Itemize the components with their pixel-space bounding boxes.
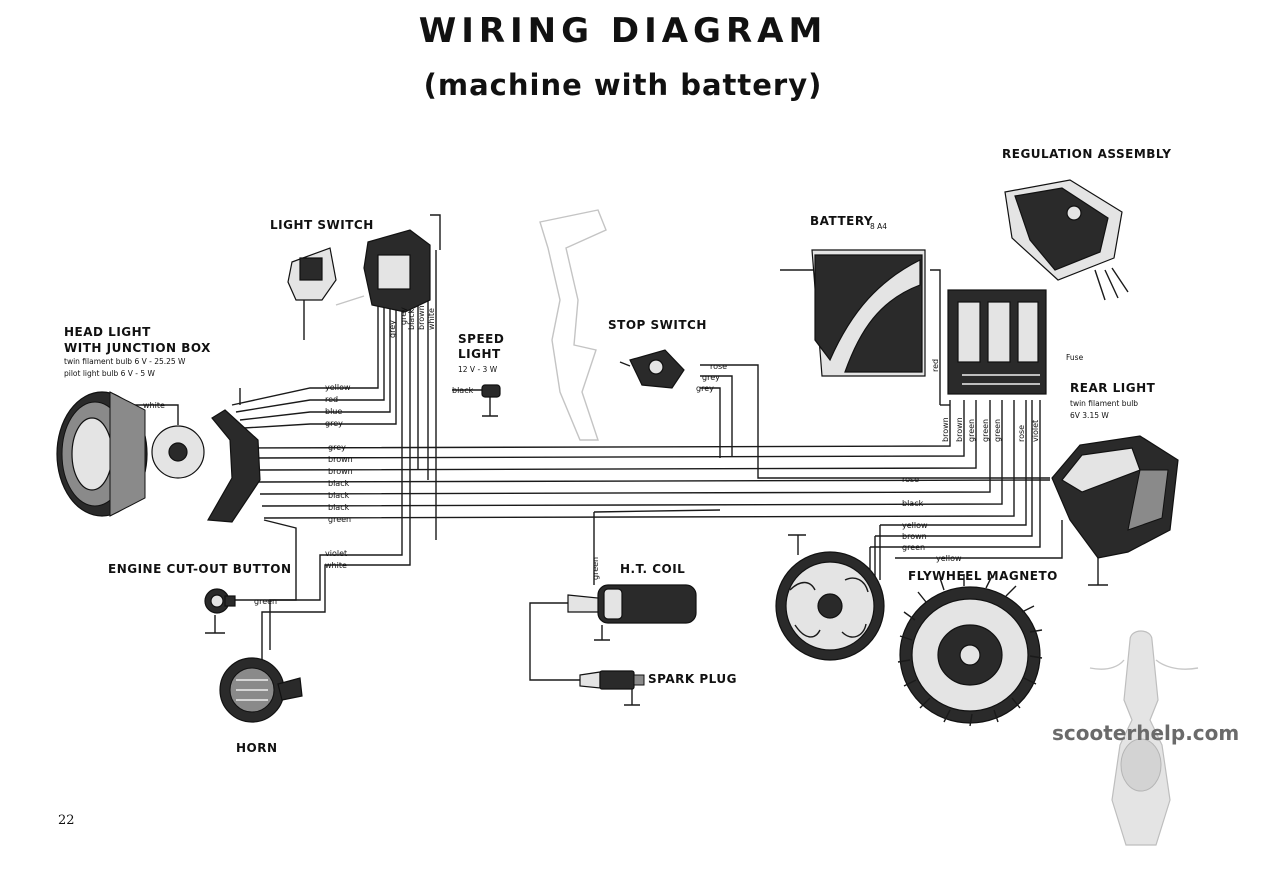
ht-coil-label: H.T. COIL [620,562,685,576]
light-switch [287,229,431,340]
watermark-text: scooterhelp.com [1052,721,1239,745]
wire-label: green [591,557,600,580]
speed-light [481,384,501,398]
wire-label: grey [702,373,720,382]
regulation-assembly [1004,179,1129,301]
rear-light-spec-2: 6V 3.15 W [1070,411,1109,420]
wire-labels-regulator: red brown brown green green green rose v… [931,359,1040,442]
regulation-assembly-label: REGULATION ASSEMBLY [1002,147,1171,161]
wire-label: black [328,503,350,512]
wire-label: black [452,386,474,395]
battery-spec: 8 A4 [870,222,887,231]
wire-label: brown [941,417,950,442]
battery [811,249,926,377]
junction-box [151,409,261,523]
wire-label: red [931,359,940,372]
wire-label: green [328,515,351,524]
head-light-label-2: WITH JUNCTION BOX [64,341,211,355]
wire-labels-light-switch: grey grey black brown white [388,305,436,338]
head-light-label-1: HEAD LIGHT [64,325,151,339]
ht-coil [567,584,697,624]
page-subtitle: (machine with battery) [424,68,823,102]
horn [219,657,303,723]
page-title: WIRING DIAGRAM [419,11,828,51]
wire-label: rose [902,475,919,484]
head-light-spec-2: pilot light bulb 6 V - 5 W [64,369,156,378]
speed-light-spec: 12 V - 3 W [458,365,498,374]
page-number: 22 [58,813,75,828]
rear-light-spec-1: twin filament bulb [1070,399,1138,408]
wire-label: violet [325,549,347,558]
wire-label: yellow [902,521,928,530]
wire-label: brown [955,417,964,442]
wire-label: brown [902,532,927,541]
wire-label: black [407,308,416,330]
wire-label: black [902,499,924,508]
flywheel-magneto-stator [775,551,885,661]
wire-label: rose [710,362,727,371]
wire-label: brown [328,467,353,476]
wire-label: violet [1031,420,1040,442]
wire-label: white [143,401,165,410]
wire-label: blue [325,407,342,416]
rear-light-label: REAR LIGHT [1070,381,1156,395]
wire-label: green [981,419,990,442]
wire-label: red [325,395,338,404]
horn-label: HORN [236,741,278,755]
wire-label: grey [399,307,408,325]
rear-light [1051,435,1179,559]
wire-label: white [325,561,347,570]
watermark-scooter-logo [1089,630,1199,846]
wire-labels-stop-switch: rose grey grey [696,362,727,393]
wire-label: green [254,597,277,606]
flywheel-rotor [897,574,1043,727]
wire-labels-left: yellow red blue grey grey brown brown bl… [143,383,474,606]
spark-plug-label: SPARK PLUG [648,672,737,686]
engine-cutout-label: ENGINE CUT-OUT BUTTON [108,562,292,576]
wire-label: green [902,543,925,552]
wire-label: grey [388,320,397,338]
wire-label: brown [417,305,426,330]
wire-label: black [328,491,350,500]
speed-light-label-1: SPEED [458,332,504,346]
head-light [56,391,148,517]
battery-label: BATTERY [810,214,873,228]
stop-switch [619,349,685,389]
speed-light-label-2: LIGHT [458,347,501,361]
wire-label: green [993,419,1002,442]
light-switch-label: LIGHT SWITCH [270,218,374,232]
wire-label: grey [325,419,343,428]
wire-label: yellow [325,383,351,392]
wire-label: black [328,479,350,488]
wire-label: rose [1017,425,1026,442]
wire-label: green [967,419,976,442]
spark-plug [579,670,645,690]
engine-cutout-button [204,588,236,614]
fuse-label: Fuse [1066,353,1084,362]
regulator-board [947,289,1047,395]
brake-pedal-outline [539,209,607,441]
wire-label: brown [328,455,353,464]
wire-label: white [427,308,436,330]
wire-label: yellow [936,554,962,563]
wire-labels-right: rose black yellow brown green yellow gre… [591,475,962,580]
wire-label: grey [696,384,714,393]
wiring-harness [120,214,1108,706]
flywheel-magneto-label: FLYWHEEL MAGNETO [908,569,1058,583]
head-light-spec-1: twin filament bulb 6 V - 25.25 W [64,357,186,366]
stop-switch-label: STOP SWITCH [608,318,707,332]
wire-label: grey [328,443,346,452]
